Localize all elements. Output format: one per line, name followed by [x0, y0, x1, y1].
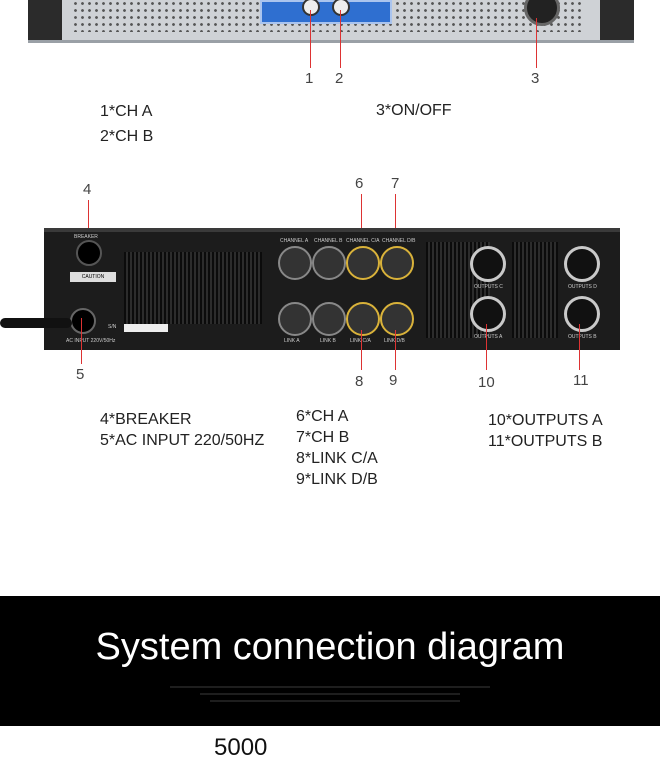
label-ac-input: 5*AC INPUT 220/50HZ [100, 432, 265, 449]
bottom-cut-text: 5000 [214, 734, 268, 761]
ac-input-text: AC INPUT 220V/50Hz [66, 338, 116, 344]
ch-a-knob[interactable] [302, 0, 320, 16]
link-ca-jack[interactable] [346, 302, 380, 336]
leader-line-11 [579, 324, 580, 370]
callout-11: 11 [573, 372, 589, 389]
label-outputs-a: 10*OUTPUTS A [488, 412, 603, 429]
leader-line-8 [361, 330, 362, 370]
channel-ca-text: CHANNEL C/A [346, 238, 380, 244]
ch-db-input-jack[interactable] [380, 246, 414, 280]
outputs-c-text: OUTPUTS C [474, 284, 503, 290]
serial-barcode [124, 324, 168, 332]
rear-vent-left [124, 252, 262, 324]
label-ch-a-rear: 6*CH A [296, 408, 349, 425]
rack-ear-right [600, 0, 634, 40]
leader-line-5 [81, 318, 82, 364]
banner-subtext-line-1 [170, 686, 490, 688]
banner-title: System connection diagram [95, 626, 565, 668]
callout-7: 7 [391, 175, 400, 192]
banner-subtext-line-2 [200, 693, 460, 695]
callout-3: 3 [531, 70, 540, 87]
channel-a-text: CHANNEL A [280, 238, 309, 244]
breaker-switch[interactable] [76, 240, 102, 266]
callout-8: 8 [355, 373, 364, 390]
ch-b-input-jack[interactable] [312, 246, 346, 280]
channel-db-text: CHANNEL D/B [382, 238, 416, 244]
callout-6: 6 [355, 175, 364, 192]
front-display [260, 0, 392, 24]
rack-ear-left [28, 0, 62, 40]
link-db-text: LINK D/B [384, 338, 405, 344]
power-cable [0, 318, 72, 328]
label-ch-b-rear: 7*CH B [296, 429, 350, 446]
label-outputs-b: 11*OUTPUTS B [488, 433, 603, 450]
label-on-off: 3*ON/OFF [376, 102, 452, 119]
callout-1: 1 [305, 70, 314, 87]
leader-line-1 [310, 10, 311, 68]
breaker-text: BREAKER [74, 234, 98, 240]
label-ch-b-front: 2*CH B [100, 128, 154, 145]
sn-label: S/N [108, 324, 117, 330]
ch-a-input-jack[interactable] [278, 246, 312, 280]
amplifier-rear-panel: BREAKER CAUTION S/N AC INPUT 220V/50Hz C… [44, 228, 620, 350]
label-ch-a-front: 1*CH A [100, 103, 153, 120]
leader-line-2 [340, 10, 341, 68]
link-b-text: LINK B [320, 338, 336, 344]
leader-line-4 [88, 200, 89, 238]
outputs-b-text: OUTPUTS B [568, 334, 597, 340]
leader-line-6 [361, 194, 362, 248]
label-link-db: 9*LINK D/B [296, 471, 378, 488]
ch-ca-input-jack[interactable] [346, 246, 380, 280]
callout-4: 4 [83, 181, 92, 198]
amplifier-front-panel [28, 0, 634, 43]
outputs-b-connector[interactable] [564, 296, 600, 332]
callout-10: 10 [478, 374, 495, 391]
ac-input-socket[interactable] [70, 308, 96, 334]
link-db-jack[interactable] [380, 302, 414, 336]
label-link-ca: 8*LINK C/A [296, 450, 378, 467]
leader-line-7 [395, 194, 396, 248]
channel-b-text: CHANNEL B [314, 238, 343, 244]
outputs-d-connector[interactable] [564, 246, 600, 282]
leader-line-9 [395, 330, 396, 370]
callout-9: 9 [389, 372, 398, 389]
outputs-a-connector[interactable] [470, 296, 506, 332]
outputs-c-connector[interactable] [470, 246, 506, 282]
link-b-jack[interactable] [312, 302, 346, 336]
label-breaker: 4*BREAKER [100, 411, 192, 428]
callout-2: 2 [335, 70, 344, 87]
link-a-text: LINK A [284, 338, 300, 344]
link-ca-text: LINK C/A [350, 338, 371, 344]
banner-subtext-line-3 [210, 700, 460, 702]
outputs-a-text: OUTPUTS A [474, 334, 503, 340]
leader-line-10 [486, 324, 487, 370]
ch-b-knob[interactable] [332, 0, 350, 16]
section-banner [0, 596, 660, 726]
callout-5: 5 [76, 366, 85, 383]
rear-vent-right [512, 242, 558, 338]
leader-line-3 [536, 18, 537, 68]
caution-label: CAUTION [70, 272, 116, 282]
outputs-d-text: OUTPUTS D [568, 284, 597, 290]
link-a-jack[interactable] [278, 302, 312, 336]
